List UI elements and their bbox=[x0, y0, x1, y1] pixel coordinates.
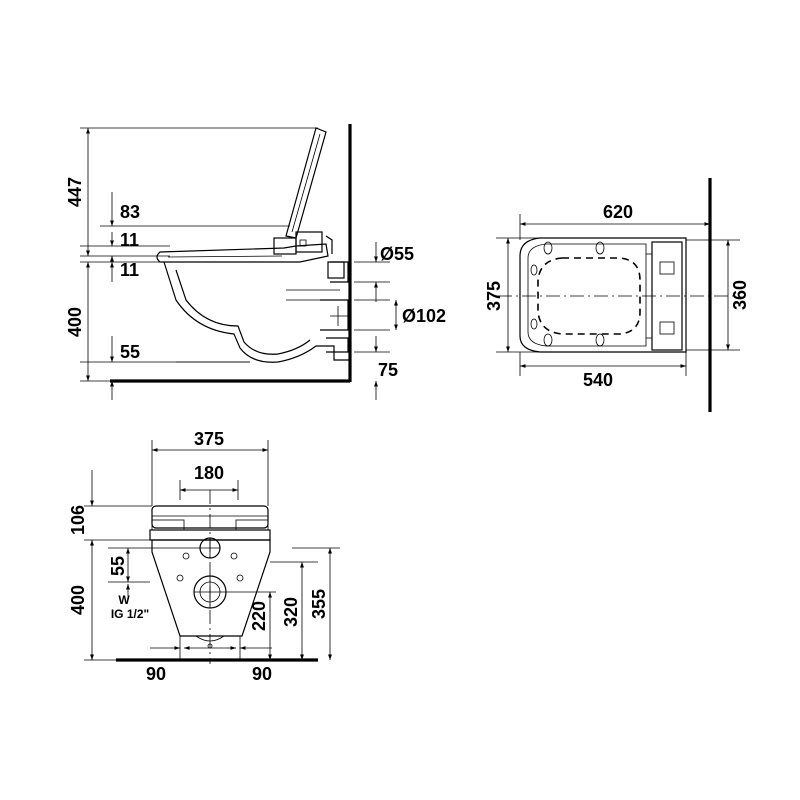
dim-355-label: 355 bbox=[309, 589, 329, 619]
top-seat-outline bbox=[519, 237, 687, 353]
dim-90b-label: 90 bbox=[252, 664, 272, 684]
dim-320-label: 320 bbox=[281, 597, 301, 627]
dim-375-front-label: 375 bbox=[194, 429, 224, 449]
dim-400-label: 400 bbox=[65, 307, 85, 337]
ig-label: IG 1/2" bbox=[111, 607, 149, 621]
dim-11a-label: 11 bbox=[120, 230, 139, 250]
dim-90a-label: 90 bbox=[146, 664, 166, 684]
dim-106-label: 106 bbox=[68, 505, 88, 535]
dim-83-label: 83 bbox=[120, 202, 140, 222]
w-label: W bbox=[118, 593, 130, 607]
front-bowl bbox=[151, 539, 271, 637]
top-seat-inner bbox=[527, 243, 647, 347]
dim-220-label: 220 bbox=[249, 601, 269, 631]
dim-dia55-label: Ø55 bbox=[380, 244, 414, 264]
dim-360-label: 360 bbox=[730, 280, 750, 310]
dim-620-label: 620 bbox=[603, 202, 633, 222]
dim-11b-label: 11 bbox=[120, 260, 139, 280]
dim-180-label: 180 bbox=[194, 463, 224, 483]
dim-400-front-label: 400 bbox=[68, 585, 88, 615]
top-view: 620 375 360 540 bbox=[484, 178, 750, 412]
dim-540-label: 540 bbox=[583, 370, 613, 390]
side-view: 447 83 11 11 400 55 Ø55 Ø102 75 bbox=[65, 124, 446, 400]
dim-dia102-label: Ø102 bbox=[402, 306, 446, 326]
side-seat bbox=[156, 231, 333, 263]
top-hinge-box-b bbox=[659, 321, 675, 335]
top-seat-bumpers bbox=[530, 241, 605, 347]
side-lid bbox=[285, 127, 327, 239]
side-bowl bbox=[163, 261, 350, 363]
dim-375-top-label: 375 bbox=[484, 281, 504, 311]
top-bowl-opening bbox=[537, 257, 641, 335]
dim-55-label: 55 bbox=[120, 342, 140, 362]
front-view: 375 180 106 400 55 W IG 1/2" 220 bbox=[68, 429, 340, 684]
dim-55-front-label: 55 bbox=[108, 556, 128, 576]
top-hinge-box-a bbox=[659, 261, 675, 275]
dim-447-label: 447 bbox=[65, 177, 85, 207]
side-reference-lines bbox=[80, 127, 318, 382]
dim-75-label: 75 bbox=[378, 360, 398, 380]
